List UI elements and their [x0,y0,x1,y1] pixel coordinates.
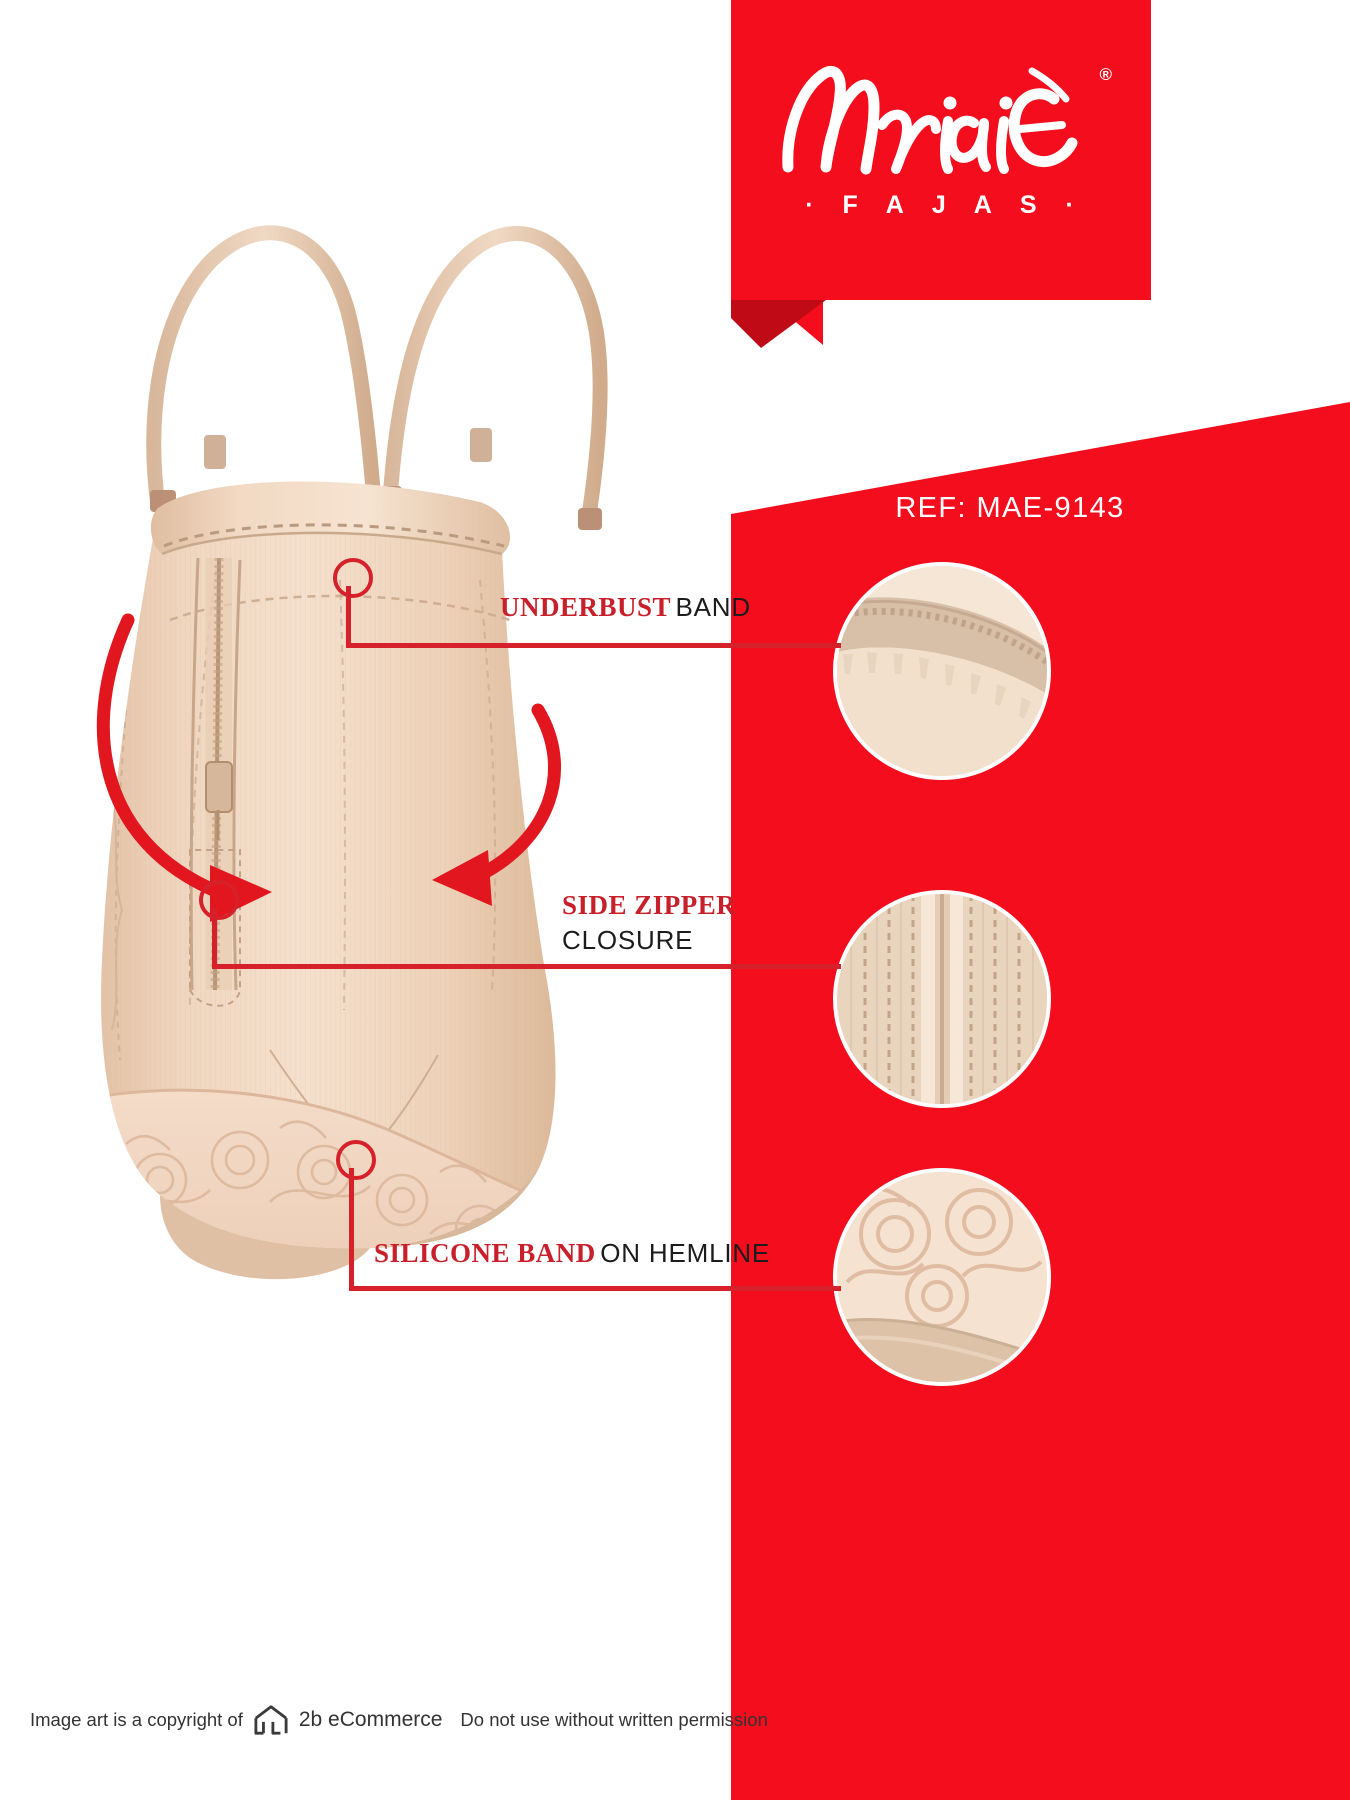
product-illustration [40,150,740,1310]
callout-marker-underbust [333,558,373,598]
callout-marker-zipper [199,880,239,920]
detail-circle-underbust-band [833,562,1051,780]
copyright-suffix: Do not use without written permission [460,1709,768,1730]
callout-line-silicone-horizontal [349,1286,841,1291]
detail-circle-silicone-band [833,1168,1051,1386]
callout-label-silicone-black: ON HEMLINE [600,1238,771,1268]
callout-label-silicone-red: SILICONE BAND [374,1238,596,1268]
copyright-company: 2b eCommerce [298,1708,443,1731]
callout-line-zipper-horizontal [212,964,841,969]
copyright-prefix: Image art is a copyright of [30,1709,243,1730]
brand-banner [731,0,1151,345]
callout-line-underbust-horizontal [346,643,841,648]
right-red-panel-lower [731,1508,1350,1800]
callout-line-underbust-vertical [346,586,351,646]
garment-body [101,481,556,1280]
product-reference: REF: MAE-9143 [895,492,1125,524]
callout-line-silicone-vertical [349,1168,354,1290]
brand-logo: ® · F A J A S · [770,55,1120,245]
callout-label-underbust-red: UNDERBUST [500,592,672,622]
callout-label-underbust-black: BAND [675,592,751,622]
callout-label-zipper-red: SIDE ZIPPER [562,890,737,920]
callout-label-zipper: SIDE ZIPPER CLOSURE [562,890,736,956]
callout-line-zipper-vertical [212,908,217,968]
2b-ecommerce-logo-icon [254,1705,288,1735]
mariae-script-logo [782,65,1078,175]
registered-mark: ® [1099,65,1112,84]
detail-circle-side-zipper [833,890,1051,1108]
callout-label-zipper-black: CLOSURE [562,925,694,955]
brand-subtitle: · F A J A S · [805,191,1085,219]
callout-marker-silicone [336,1140,376,1180]
callout-label-silicone: SILICONE BAND ON HEMLINE [374,1238,770,1269]
callout-label-underbust: UNDERBUST BAND [500,592,751,623]
copyright-footer: Image art is a copyright of 2b eCommerce… [30,1700,768,1740]
